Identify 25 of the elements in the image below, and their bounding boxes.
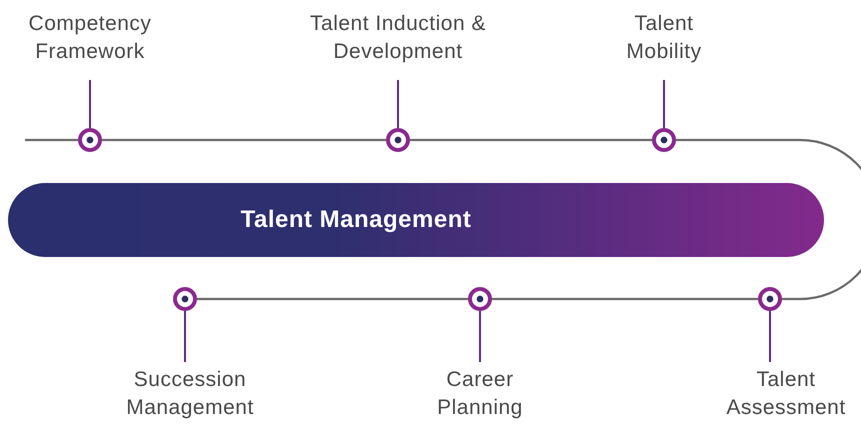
leader-line [769, 311, 771, 362]
leader-line [184, 311, 186, 362]
timeline-line [492, 298, 758, 300]
timeline-marker [173, 287, 197, 311]
leader-line [397, 80, 399, 128]
timeline-marker [386, 128, 410, 152]
timeline-line [676, 138, 861, 300]
stage-label: Competency Framework [28, 11, 152, 65]
timeline-line [410, 138, 652, 142]
timeline-marker [468, 287, 492, 311]
timeline-marker [78, 128, 102, 152]
timeline-line [25, 138, 78, 142]
stage-label: Career Planning [436, 367, 524, 421]
stage-label: Succession Management [125, 367, 255, 421]
timeline-line [197, 298, 468, 300]
timeline-marker [652, 128, 676, 152]
title-banner: Talent Management [8, 183, 824, 257]
stage-label: Talent Assessment [725, 367, 847, 421]
timeline-marker [758, 287, 782, 311]
leader-line [663, 80, 665, 128]
timeline-line [102, 138, 386, 142]
stage-label: Talent Mobility [625, 11, 703, 65]
leader-line [479, 311, 481, 362]
leader-line [89, 80, 91, 128]
stage-label: Talent Induction & Development [309, 11, 487, 65]
